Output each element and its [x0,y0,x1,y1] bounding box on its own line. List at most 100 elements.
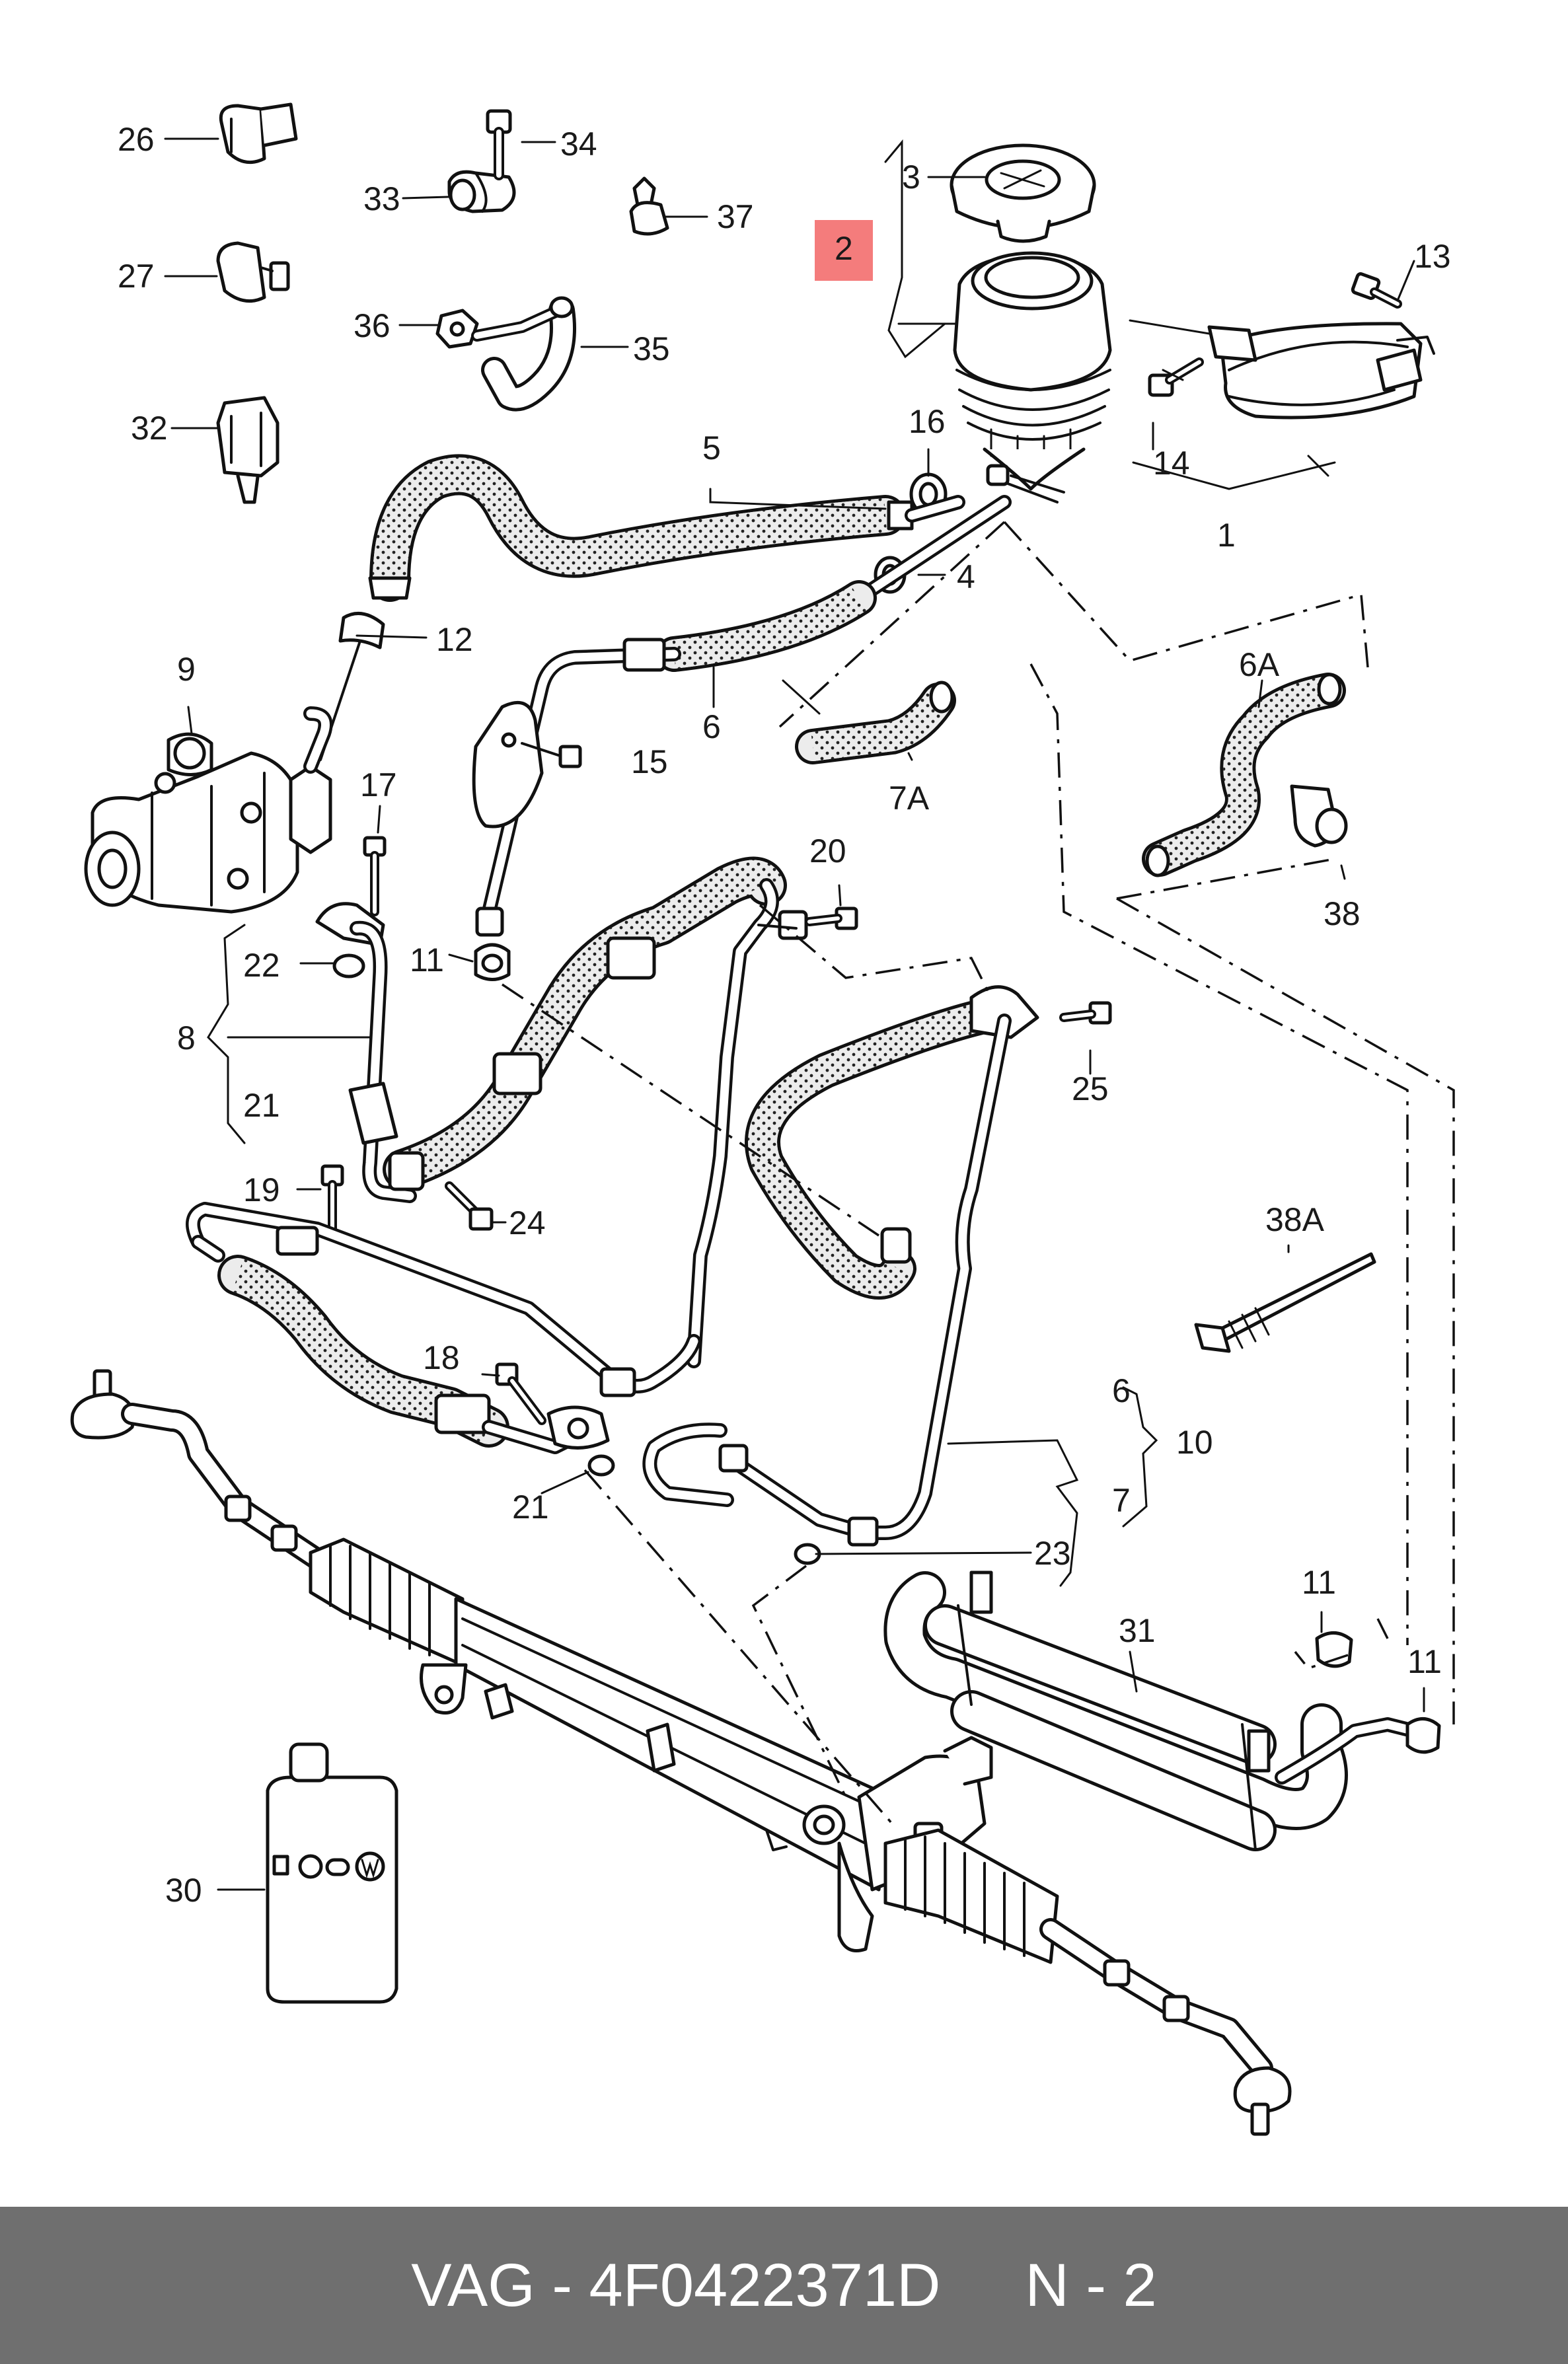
tie-rod-right [1039,1918,1292,2136]
clamp-33 [447,170,516,213]
label-35: 35 [633,330,670,367]
rack-housing [420,1597,894,1892]
rack-boot-right [883,1828,1059,1964]
bolt-18 [495,1362,546,1425]
label-9: 9 [177,651,196,688]
tie-rod-left [70,1369,328,1570]
part-number: 4F0422371D [589,2251,941,2319]
label-10: 10 [1176,1424,1213,1461]
pipe-35 [471,296,576,412]
label-5: 5 [702,429,721,466]
label-6A: 6A [1239,646,1280,683]
bolt-25 [1059,1001,1112,1025]
connection-lines [502,521,1455,1825]
cable-tie-38A [1194,1252,1376,1353]
oil-cooler [883,1570,1421,1851]
bolt-24 [445,1181,494,1231]
label-37: 37 [717,198,754,235]
label-16: 16 [909,403,946,440]
bolt-14 [1148,357,1204,397]
label-25: 25 [1072,1070,1109,1107]
label-6: 6 [702,708,721,745]
reservoir-cap [950,143,1096,243]
footer-bar: VAG - 4F0422371D N - 2 [0,2207,1568,2364]
clip-26 [219,102,298,165]
part-reference: VAG - 4F0422371D N - 2 [0,2207,1568,2364]
label-13: 13 [1414,238,1451,275]
label-14: 14 [1153,445,1190,482]
callout-labels: 1 2 3 4 5 6 6A 6 7 7A 8 9 10 11 11 11 12… [118,121,1451,1909]
label-33: 33 [363,180,400,217]
label-21-lower: 21 [512,1489,549,1526]
label-31: 31 [1119,1612,1156,1649]
clamp-11-cooler-a [1315,1631,1353,1668]
pipe-bundle-lower [186,1202,701,1397]
label-1: 1 [1217,517,1236,554]
label-8: 8 [177,1019,196,1056]
label-2: 2 [835,230,853,267]
hose-main-pressure [383,856,808,1368]
label-6-group: 6 [1112,1372,1131,1409]
label-15: 15 [631,743,668,780]
label-18: 18 [423,1339,460,1376]
reservoir [953,251,1112,503]
union-fitting [546,1405,615,1477]
clip-38 [1290,784,1348,848]
label-23: 23 [1034,1535,1071,1572]
clamp-11-cooler-b [1405,1717,1441,1754]
label-20: 20 [809,832,846,869]
bracket-15 [472,700,582,829]
label-30: 30 [165,1872,202,1909]
label-3: 3 [902,159,920,196]
label-4: 4 [957,558,975,595]
hose-25-segment [745,985,1039,1540]
label-19: 19 [243,1171,280,1208]
highlight-marker [815,220,873,281]
label-11-upper: 11 [410,942,444,979]
hose-6 [475,495,1012,937]
label-34: 34 [560,126,597,163]
label-21-upper: 21 [243,1087,280,1124]
pressure-pipe-8 [315,902,417,1203]
label-36: 36 [354,307,391,344]
hose-5 [368,454,914,602]
clip-37 [629,176,669,236]
reservoir-bracket [1207,322,1435,420]
clip-32 [216,396,280,504]
label-7A: 7A [889,780,930,817]
label-11-cooler-b: 11 [1407,1643,1442,1680]
label-11-cooler-a: 11 [1302,1564,1336,1601]
bolt-17 [363,836,387,916]
spacer [941,2251,1026,2320]
brand-label: VAG [411,2251,535,2319]
label-32: 32 [131,410,168,447]
clip-27 [216,241,290,303]
bolt-13 [1351,272,1402,309]
bolt-34 [486,109,512,180]
label-7: 7 [1112,1482,1131,1519]
label-12: 12 [436,621,473,658]
clamp-11-upper [474,943,511,981]
label-17: 17 [360,766,397,803]
label-38A: 38A [1265,1201,1325,1238]
page-ref: N - 2 [1025,2251,1157,2319]
bolt-20 [805,906,858,930]
hose-7A [795,681,956,764]
label-38: 38 [1324,895,1361,932]
fluid-bottle [266,1742,398,2004]
label-27: 27 [118,258,155,295]
power-steering-pump [84,706,333,914]
clamp-12 [338,612,385,649]
label-24: 24 [509,1204,546,1241]
label-26: 26 [118,121,155,158]
rack-boot-left [309,1537,465,1667]
pipe-23 [642,1422,879,1565]
nut-36 [435,309,479,349]
separator: - [535,2251,589,2319]
pipe-5-end [905,495,965,523]
label-22: 22 [243,947,280,984]
leader-lines [164,137,1425,1891]
bolt-19 [320,1164,344,1234]
hose-6A [1142,673,1346,877]
